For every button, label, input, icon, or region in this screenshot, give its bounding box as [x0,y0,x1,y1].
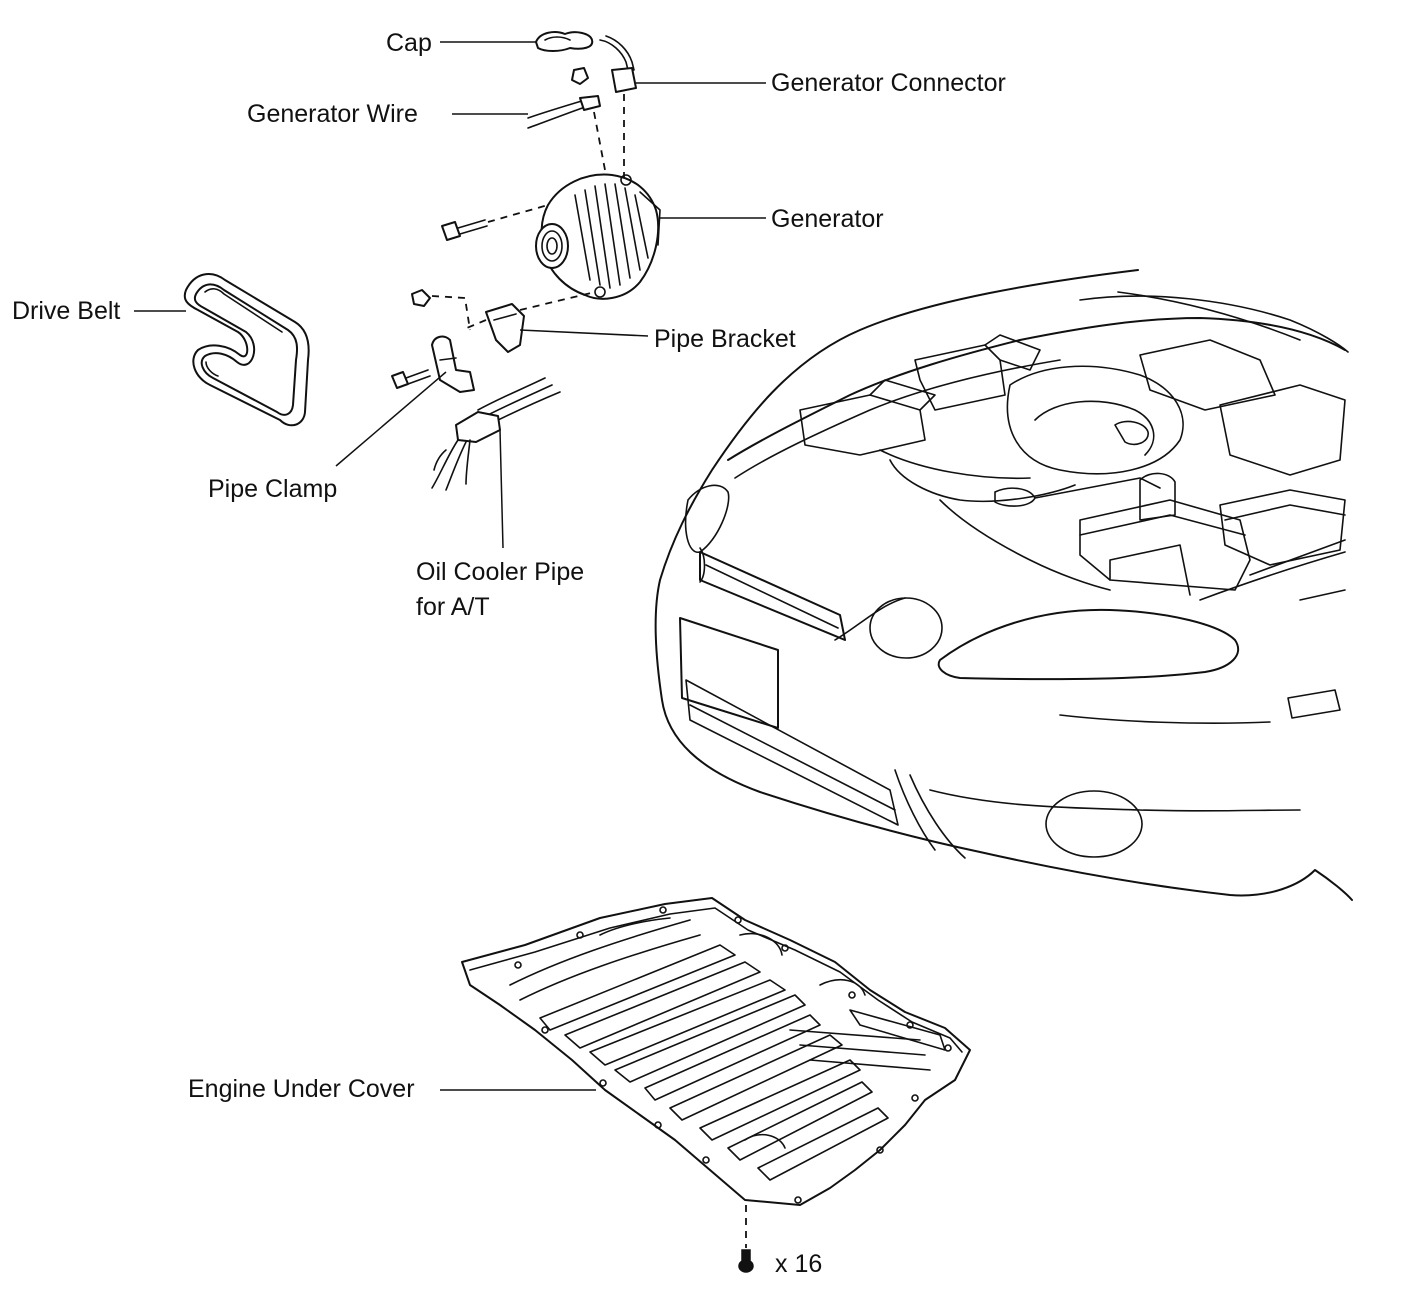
label-generator-wire: Generator Wire [247,100,418,128]
pipe-clamp-illustration [431,335,475,393]
label-generator-connector: Generator Connector [771,69,1006,97]
pipe-bracket-illustration [461,291,596,353]
generator-wire-illustration [527,95,606,171]
cap-illustration [535,31,594,52]
generator-connector-illustration [599,35,637,180]
car-front-illustration [654,269,1353,901]
nut-icon [571,67,589,85]
engine-under-cover-illustration [461,897,971,1206]
label-generator: Generator [771,205,884,233]
label-oil-cooler-pipe-line2: for A/T [416,593,490,621]
clamp-bolt-icon [391,369,431,389]
drive-belt-illustration [183,273,310,427]
label-drive-belt: Drive Belt [12,297,121,325]
bracket-nut-icon [411,289,471,331]
oil-cooler-pipe-illustration [431,377,561,491]
label-bolt-quantity: x 16 [775,1250,823,1278]
cover-bolt-icon [738,1205,754,1273]
generator-bolt-icon [441,204,549,241]
label-pipe-bracket: Pipe Bracket [654,325,796,353]
leader-lines [134,41,766,1091]
label-pipe-clamp: Pipe Clamp [208,475,338,503]
generator-illustration [535,173,661,300]
label-cap: Cap [386,29,432,57]
label-engine-under-cover: Engine Under Cover [188,1075,415,1103]
label-oil-cooler-pipe-line1: Oil Cooler Pipe [416,558,585,586]
